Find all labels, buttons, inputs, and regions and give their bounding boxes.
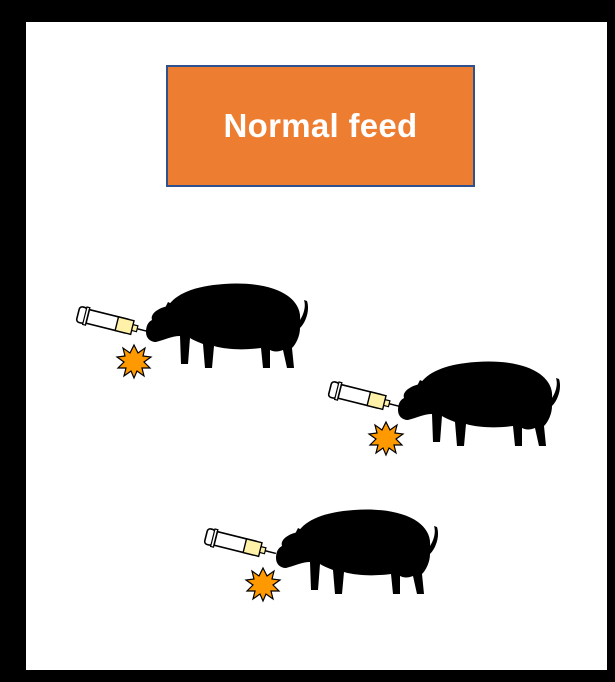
pig-icon — [276, 510, 438, 595]
syringe-icon — [76, 305, 150, 340]
pig-icon — [398, 362, 560, 447]
pig-group-2 — [328, 362, 560, 456]
pig-group-3 — [204, 510, 438, 602]
injection-burst-icon — [246, 568, 280, 601]
pig-icon — [146, 284, 308, 369]
syringe-icon — [204, 527, 278, 562]
syringe-icon — [328, 380, 402, 415]
injection-burst-icon — [117, 345, 151, 378]
injection-burst-icon — [369, 422, 403, 455]
pig-group-1 — [76, 284, 308, 379]
